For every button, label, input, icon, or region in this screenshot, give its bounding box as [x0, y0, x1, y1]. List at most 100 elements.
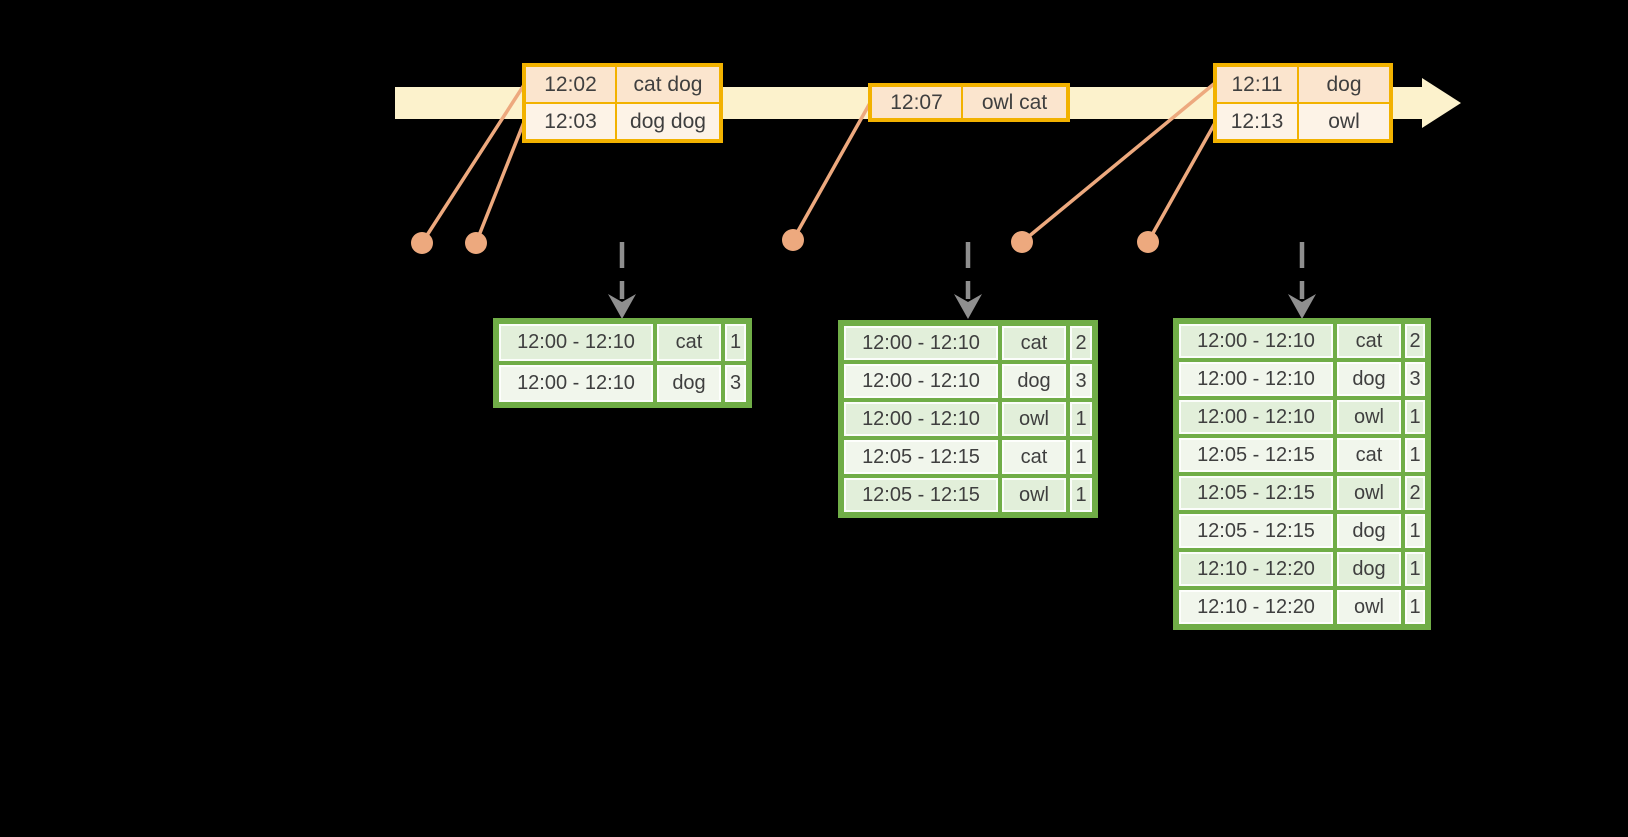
table-cell: 1 [1066, 398, 1097, 440]
table-cell: 1 [1066, 474, 1097, 517]
event-dot-5 [1137, 231, 1159, 253]
event-dot-2 [465, 232, 487, 254]
table-cell: dog [1333, 548, 1405, 590]
trigger-arrow-2 [954, 242, 982, 319]
table-cell: cat [1333, 319, 1405, 362]
table-cell: 12:05 - 12:15 [839, 436, 1002, 478]
table-cell: owl [998, 398, 1070, 440]
table-cell: 12:00 - 12:10 [494, 319, 657, 365]
table-cell: 12:00 - 12:10 [494, 361, 657, 407]
table-cell: 12:10 - 12:20 [1174, 548, 1337, 590]
table-cell: owl [1333, 586, 1405, 629]
table-cell: dog [653, 361, 725, 407]
table-cell: cat dog [615, 64, 722, 104]
trigger-arrow-1 [608, 242, 636, 319]
table-cell: 12:00 - 12:10 [1174, 396, 1337, 438]
event-dot-3 [782, 229, 804, 251]
table-cell: cat [998, 321, 1070, 364]
table-cell: owl [998, 474, 1070, 517]
table-cell: 2 [1401, 472, 1430, 514]
event-connector-line-3 [791, 102, 872, 241]
event-dots [411, 229, 1159, 254]
table-cell: dog [1333, 358, 1405, 400]
table-cell: 1 [1401, 396, 1430, 438]
table-cell: 12:00 - 12:10 [839, 398, 1002, 440]
table-cell: 1 [1401, 434, 1430, 476]
table-cell: 1 [1066, 436, 1097, 478]
table-cell: 12:07 [869, 84, 963, 121]
table-cell: 3 [721, 361, 751, 407]
table-cell: owl [1333, 472, 1405, 514]
table-cell: 12:00 - 12:10 [1174, 358, 1337, 400]
table-cell: 12:00 - 12:10 [839, 360, 1002, 402]
table-cell: cat [653, 319, 725, 365]
trigger-arrowhead [608, 294, 636, 319]
table-cell: 3 [1066, 360, 1097, 402]
table-cell: dog [1297, 64, 1392, 104]
table-cell: 2 [1401, 319, 1430, 362]
table-cell: 12:00 - 12:10 [839, 321, 1002, 364]
table-cell: 1 [721, 319, 751, 365]
event-dot-4 [1011, 231, 1033, 253]
table-cell: cat [1333, 434, 1405, 476]
table-cell: dog [998, 360, 1070, 402]
table-cell: dog dog [615, 102, 722, 142]
table-cell: 12:03 [523, 102, 617, 142]
table-cell: 12:02 [523, 64, 617, 104]
table-cell: dog [1333, 510, 1405, 552]
table-cell: 1 [1401, 510, 1430, 552]
table-cell: 3 [1401, 358, 1430, 400]
table-cell: 1 [1401, 548, 1430, 590]
trigger-arrow-3 [1288, 242, 1316, 319]
table-cell: owl [1333, 396, 1405, 438]
trigger-arrowhead [954, 294, 982, 319]
table-cell: owl [1297, 102, 1392, 142]
table-cell: 12:05 - 12:15 [1174, 510, 1337, 552]
event-dot-1 [411, 232, 433, 254]
timeline-arrowhead [1422, 78, 1461, 128]
table-cell: owl cat [961, 84, 1069, 121]
table-cell: cat [998, 436, 1070, 478]
event-connector-line-2 [474, 121, 526, 244]
table-cell: 2 [1066, 321, 1097, 364]
table-cell: 12:00 - 12:10 [1174, 319, 1337, 362]
event-connector-line-1 [420, 84, 526, 244]
table-cell: 1 [1401, 586, 1430, 629]
table-cell: 12:05 - 12:15 [1174, 472, 1337, 514]
event-connector-line-4 [1020, 81, 1217, 244]
table-cell: 12:05 - 12:15 [839, 474, 1002, 517]
event-connector-line-5 [1146, 122, 1217, 243]
event-connectors [420, 81, 1217, 244]
trigger-arrowhead [1288, 294, 1316, 319]
table-cell: 12:13 [1214, 102, 1299, 142]
table-cell: 12:10 - 12:20 [1174, 586, 1337, 629]
table-cell: 12:11 [1214, 64, 1299, 104]
table-cell: 12:05 - 12:15 [1174, 434, 1337, 476]
